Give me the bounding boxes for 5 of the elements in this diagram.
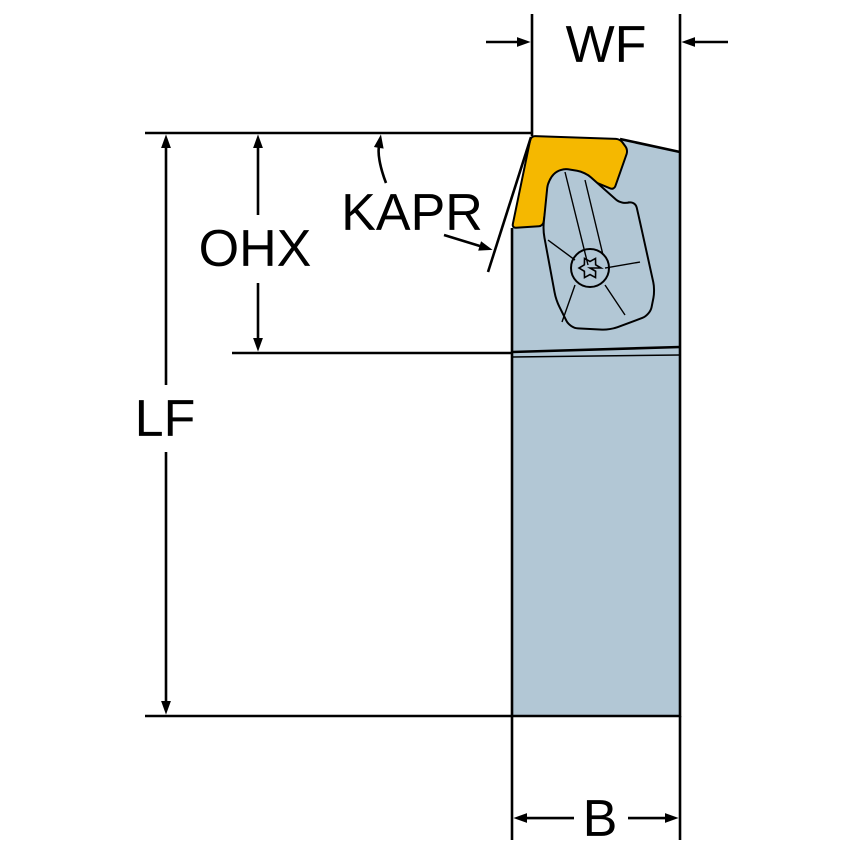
- dimension-label: WF: [566, 26, 644, 62]
- dimension-label: B: [586, 800, 615, 836]
- dimension-label: LF: [138, 400, 194, 436]
- dimension-label: OHX: [201, 230, 310, 266]
- dimension-label: KAPR: [345, 194, 480, 230]
